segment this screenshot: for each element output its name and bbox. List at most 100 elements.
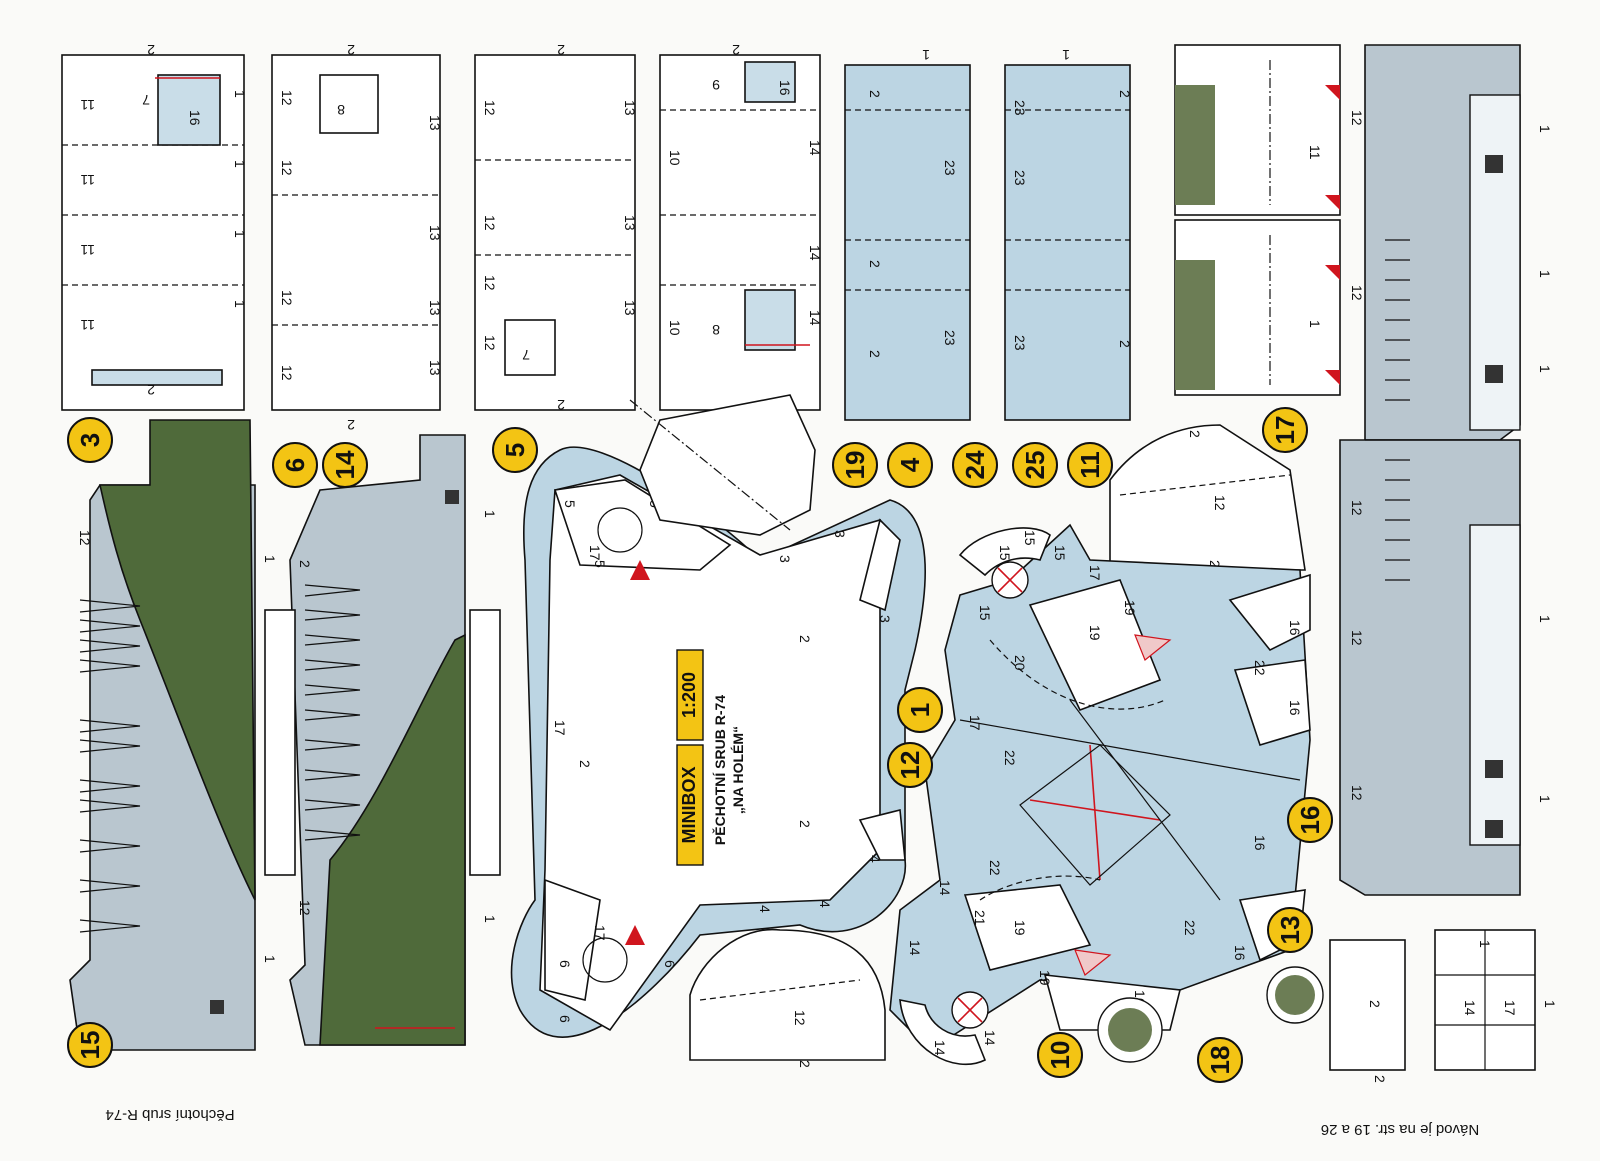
svg-text:13: 13 [1275, 916, 1305, 945]
svg-text:14: 14 [807, 245, 823, 261]
part-11-panels: 11 1 [1174, 44, 1341, 396]
svg-text:11: 11 [80, 317, 95, 333]
svg-text:23: 23 [942, 330, 958, 346]
svg-text:15: 15 [977, 605, 993, 621]
svg-text:11: 11 [80, 172, 95, 188]
svg-text:6: 6 [662, 960, 678, 968]
svg-text:25: 25 [1020, 451, 1050, 480]
svg-text:20: 20 [1012, 655, 1028, 671]
svg-text:1: 1 [1307, 320, 1323, 328]
svg-text:2: 2 [867, 90, 883, 98]
svg-text:13: 13 [427, 225, 443, 241]
svg-text:23: 23 [1012, 100, 1028, 116]
part-18-discs [1097, 966, 1324, 1063]
svg-text:12: 12 [895, 751, 925, 780]
svg-text:13: 13 [622, 100, 638, 116]
svg-text:16: 16 [187, 110, 203, 126]
svg-text:12: 12 [792, 1010, 808, 1026]
svg-text:8: 8 [712, 322, 720, 338]
svg-text:14: 14 [907, 940, 923, 956]
wall-15-teeth [79, 599, 141, 933]
svg-text:22: 22 [1002, 750, 1018, 766]
svg-text:2: 2 [797, 635, 813, 643]
svg-text:15: 15 [1052, 545, 1068, 561]
svg-text:2: 2 [1117, 90, 1133, 98]
svg-text:1: 1 [1537, 125, 1553, 133]
svg-text:2: 2 [1187, 430, 1203, 438]
part-6-box: 8 12 12 12 12 13 13 13 13 2 2 [271, 42, 443, 433]
part-13-box: 2 14 1 17 1 2 [1329, 929, 1558, 1083]
svg-text:14: 14 [937, 880, 953, 896]
svg-text:2: 2 [1117, 340, 1133, 348]
svg-text:4: 4 [895, 457, 925, 472]
svg-text:1: 1 [1537, 270, 1553, 278]
svg-text:2: 2 [347, 42, 355, 58]
svg-text:2: 2 [1372, 1075, 1388, 1083]
svg-text:11: 11 [1075, 451, 1105, 479]
svg-text:9: 9 [712, 77, 720, 93]
svg-text:13: 13 [427, 300, 443, 316]
svg-text:6: 6 [557, 1015, 573, 1023]
svg-text:22: 22 [1252, 660, 1268, 676]
svg-text:12: 12 [279, 365, 295, 381]
svg-text:1: 1 [482, 510, 498, 518]
part-9-box: 10 10 8 9 16 14 14 14 2 [659, 42, 823, 411]
svg-text:12: 12 [1212, 495, 1228, 511]
svg-text:13: 13 [622, 215, 638, 231]
svg-text:2: 2 [867, 260, 883, 268]
svg-text:16: 16 [1295, 806, 1325, 835]
svg-text:5: 5 [562, 500, 578, 508]
svg-text:1: 1 [1477, 940, 1493, 948]
svg-text:19: 19 [1087, 625, 1103, 641]
svg-text:7: 7 [522, 347, 530, 363]
left-footer-caption: Pěchotní srub R-74 [105, 1106, 234, 1123]
svg-text:14: 14 [982, 1030, 998, 1046]
right-footer-caption: Návod je na str. 19 a 26 [1321, 1121, 1479, 1138]
svg-text:23: 23 [942, 160, 958, 176]
svg-text:2: 2 [1367, 1000, 1383, 1008]
svg-text:19: 19 [1122, 600, 1138, 616]
svg-text:12: 12 [77, 530, 93, 546]
title-block: MINIBOX 1:200 PĚCHOTNÍ SRUB R-74 „NA HOL… [676, 649, 746, 866]
svg-text:15: 15 [75, 1031, 105, 1060]
svg-text:12: 12 [1349, 785, 1365, 801]
svg-text:17: 17 [967, 715, 983, 731]
svg-text:17: 17 [1087, 565, 1103, 581]
svg-text:8: 8 [337, 102, 345, 118]
svg-text:12: 12 [1349, 500, 1365, 516]
part-14-wall: 2 12 1 1 [289, 434, 498, 1046]
svg-text:3: 3 [777, 555, 793, 563]
svg-text:2: 2 [577, 760, 593, 768]
svg-text:17: 17 [1502, 1000, 1518, 1016]
svg-text:2: 2 [347, 417, 355, 433]
svg-text:2: 2 [557, 42, 565, 58]
svg-text:4: 4 [867, 855, 883, 863]
svg-text:10: 10 [1045, 1041, 1075, 1070]
svg-text:10: 10 [667, 150, 683, 166]
svg-text:4: 4 [757, 905, 773, 913]
svg-text:7: 7 [142, 92, 150, 108]
svg-text:1: 1 [262, 955, 278, 963]
svg-text:14: 14 [1462, 1000, 1478, 1016]
svg-text:2: 2 [797, 820, 813, 828]
svg-text:12: 12 [297, 900, 313, 916]
svg-text:1: 1 [232, 90, 248, 98]
svg-text:12: 12 [482, 275, 498, 291]
svg-text:2: 2 [867, 350, 883, 358]
svg-text:2: 2 [147, 382, 155, 398]
svg-text:4: 4 [817, 900, 833, 908]
svg-text:1: 1 [262, 555, 278, 563]
part-3-box: 11 11 11 11 7 16 2 2 1 1 1 1 [61, 42, 248, 411]
svg-text:11: 11 [1307, 145, 1323, 160]
svg-text:14: 14 [807, 140, 823, 156]
part-markers: 3 6 14 5 19 4 24 25 11 17 1 12 16 13 18 … [67, 407, 1333, 1083]
svg-text:2: 2 [1207, 560, 1223, 568]
svg-text:14: 14 [932, 1040, 948, 1056]
svg-text:1: 1 [1537, 795, 1553, 803]
svg-text:1: 1 [232, 160, 248, 168]
svg-text:12: 12 [482, 335, 498, 351]
part-1-frame: 2 2 2 4 4 4 6 6 6 17 17 5 5 5 3 3 3 17 [510, 446, 926, 1038]
svg-text:1: 1 [905, 703, 935, 717]
svg-text:1: 1 [922, 47, 930, 63]
svg-text:2: 2 [147, 42, 155, 58]
